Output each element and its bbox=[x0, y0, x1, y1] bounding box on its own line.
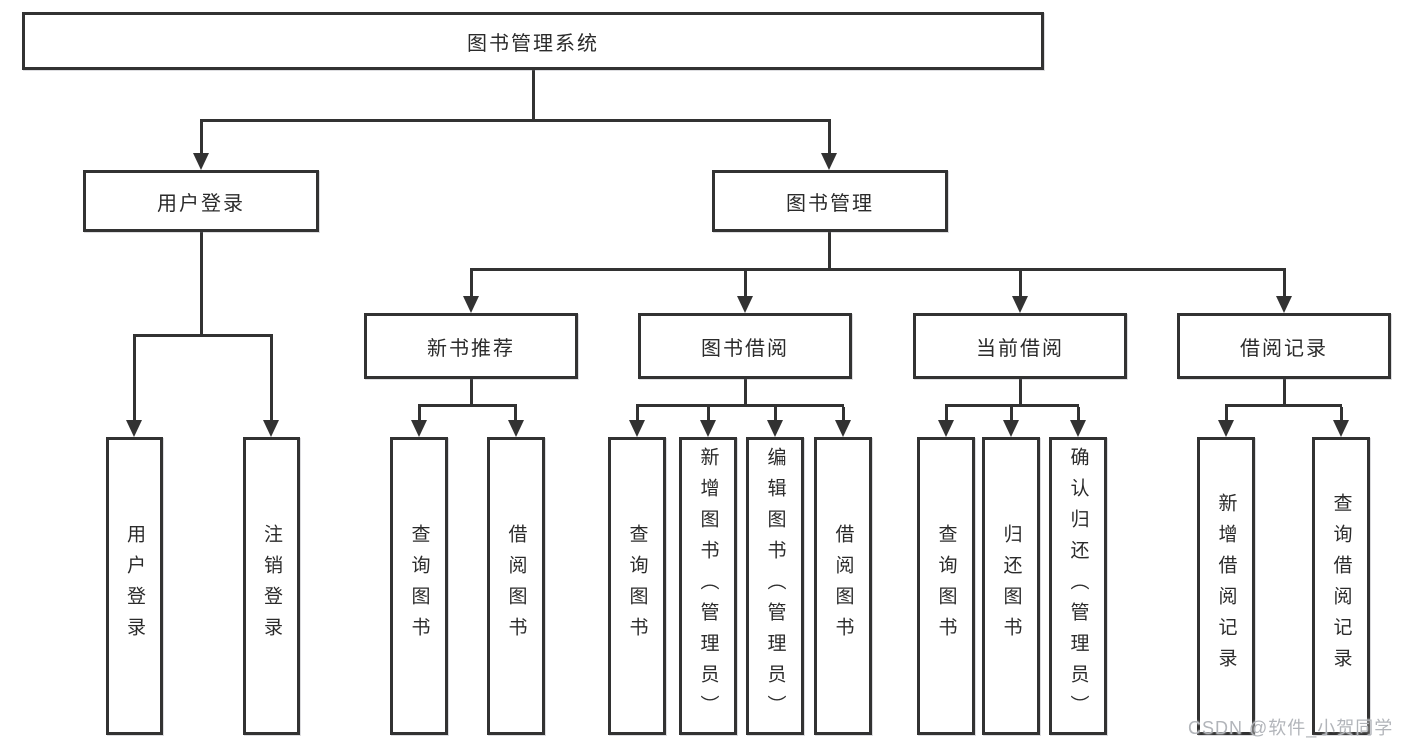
connector-line bbox=[1283, 379, 1286, 406]
arrow-down-icon bbox=[126, 420, 142, 437]
leaf-borrow-borrow-books: 借阅图书 bbox=[814, 437, 872, 735]
connector-line bbox=[470, 268, 1286, 271]
connector-line bbox=[1225, 404, 1342, 407]
leaf-newbooks-query-books: 查询图书 bbox=[390, 437, 448, 735]
leaf-borrow-add-books-admin: 新增图书（管理员） bbox=[679, 437, 737, 735]
arrow-down-icon bbox=[938, 420, 954, 437]
node-label: 编辑图书（管理员） bbox=[764, 446, 786, 726]
connector-line bbox=[470, 379, 473, 406]
leaf-newbooks-borrow-books: 借阅图书 bbox=[487, 437, 545, 735]
arrow-down-icon bbox=[1333, 420, 1349, 437]
leaf-borrow-edit-books-admin: 编辑图书（管理员） bbox=[746, 437, 804, 735]
node-label: 查询借阅记录 bbox=[1330, 493, 1352, 679]
node-label: 借阅记录 bbox=[1240, 337, 1328, 360]
arrow-down-icon bbox=[193, 153, 209, 170]
connector-line bbox=[1283, 271, 1286, 299]
node-label: 查询图书 bbox=[408, 524, 430, 648]
arrow-down-icon bbox=[1276, 296, 1292, 313]
connector-line bbox=[842, 407, 845, 421]
leaf-user-login: 用户登录 bbox=[106, 437, 163, 735]
connector-line bbox=[1077, 407, 1080, 421]
connector-line bbox=[945, 407, 948, 421]
leaf-records-add-borrow-record: 新增借阅记录 bbox=[1197, 437, 1255, 735]
connector-line bbox=[133, 337, 136, 421]
connector-line bbox=[470, 271, 473, 299]
node-label: 借阅图书 bbox=[505, 524, 527, 648]
connector-line bbox=[418, 404, 517, 407]
node-library-management-system: 图书管理系统 bbox=[22, 12, 1044, 70]
leaf-current-query-books: 查询图书 bbox=[917, 437, 975, 735]
connector-line bbox=[945, 404, 1079, 407]
connector-line bbox=[1010, 407, 1013, 421]
node-label: 查询图书 bbox=[626, 524, 648, 648]
connector-line bbox=[828, 232, 831, 271]
connector-line bbox=[636, 407, 639, 421]
leaf-current-confirm-return-admin: 确认归还（管理员） bbox=[1049, 437, 1107, 735]
connector-line bbox=[774, 407, 777, 421]
connector-line bbox=[200, 119, 831, 122]
leaf-logout-login: 注销登录 bbox=[243, 437, 300, 735]
arrow-down-icon bbox=[700, 420, 716, 437]
connector-line bbox=[270, 337, 273, 421]
arrow-down-icon bbox=[411, 420, 427, 437]
connector-line bbox=[514, 407, 517, 421]
node-label: 新书推荐 bbox=[427, 337, 515, 360]
connector-line bbox=[200, 232, 203, 337]
connector-line bbox=[133, 334, 273, 337]
node-label: 图书管理 bbox=[786, 192, 874, 215]
connector-line bbox=[200, 119, 203, 156]
connector-line bbox=[418, 407, 421, 421]
connector-line bbox=[828, 119, 831, 156]
node-label: 用户登录 bbox=[157, 192, 245, 215]
connector-line bbox=[744, 379, 747, 406]
arrow-down-icon bbox=[508, 420, 524, 437]
node-label: 借阅图书 bbox=[832, 524, 854, 648]
leaf-current-return-books: 归还图书 bbox=[982, 437, 1040, 735]
connector-line bbox=[636, 404, 844, 407]
leaf-borrow-query-books: 查询图书 bbox=[608, 437, 666, 735]
connector-line bbox=[1019, 271, 1022, 299]
arrow-down-icon bbox=[629, 420, 645, 437]
arrow-down-icon bbox=[1218, 420, 1234, 437]
node-label: 注销登录 bbox=[261, 524, 282, 648]
arrow-down-icon bbox=[821, 153, 837, 170]
node-label: 新增借阅记录 bbox=[1215, 493, 1237, 679]
csdn-watermark: CSDN @软件_小贺同学 bbox=[1188, 718, 1394, 738]
arrow-down-icon bbox=[463, 296, 479, 313]
arrow-down-icon bbox=[737, 296, 753, 313]
arrow-down-icon bbox=[263, 420, 279, 437]
connector-line bbox=[1019, 379, 1022, 406]
arrow-down-icon bbox=[1012, 296, 1028, 313]
node-label: 图书借阅 bbox=[701, 337, 789, 360]
node-label: 用户登录 bbox=[124, 524, 145, 648]
arrow-down-icon bbox=[1003, 420, 1019, 437]
leaf-records-query-borrow-record: 查询借阅记录 bbox=[1312, 437, 1370, 735]
node-label: 新增图书（管理员） bbox=[697, 446, 719, 726]
node-book-borrowing: 图书借阅 bbox=[638, 313, 852, 379]
arrow-down-icon bbox=[1070, 420, 1086, 437]
node-borrowing-records: 借阅记录 bbox=[1177, 313, 1391, 379]
node-book-management: 图书管理 bbox=[712, 170, 948, 232]
connector-line bbox=[532, 70, 535, 122]
node-label: 查询图书 bbox=[935, 524, 957, 648]
node-new-book-recommendation: 新书推荐 bbox=[364, 313, 578, 379]
connector-line bbox=[1340, 407, 1343, 421]
node-user-login: 用户登录 bbox=[83, 170, 319, 232]
node-label: 图书管理系统 bbox=[467, 32, 599, 55]
connector-line bbox=[1225, 407, 1228, 421]
node-label: 归还图书 bbox=[1000, 524, 1022, 648]
node-current-borrowing: 当前借阅 bbox=[913, 313, 1127, 379]
connector-line bbox=[707, 407, 710, 421]
arrow-down-icon bbox=[835, 420, 851, 437]
arrow-down-icon bbox=[767, 420, 783, 437]
node-label: 当前借阅 bbox=[976, 337, 1064, 360]
connector-line bbox=[744, 271, 747, 299]
node-label: 确认归还（管理员） bbox=[1067, 446, 1089, 726]
